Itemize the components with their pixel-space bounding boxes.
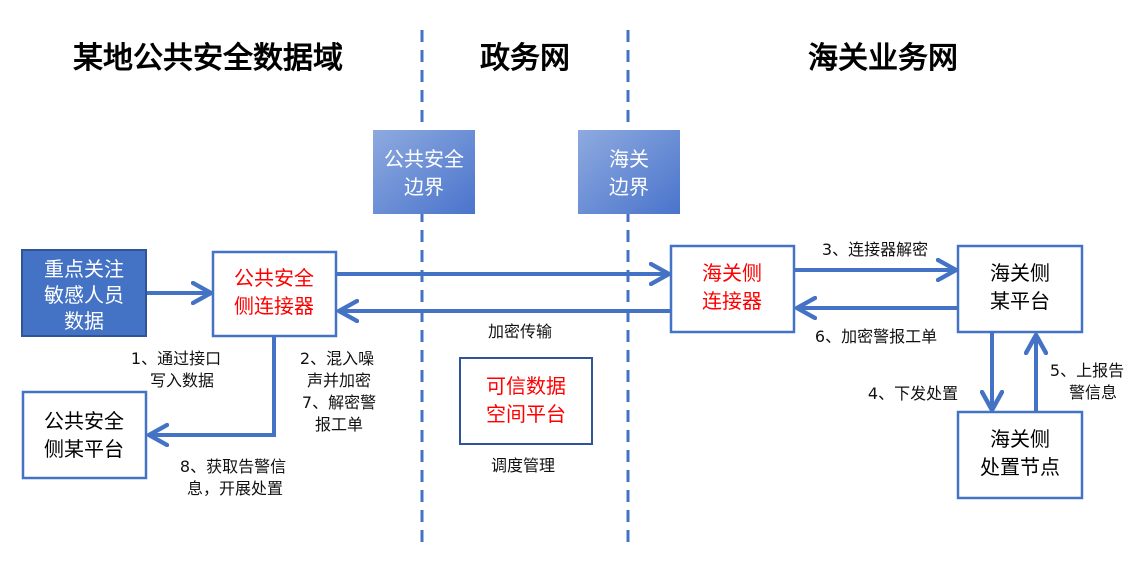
node-label-line1: 公共安全 [44,409,124,433]
label-scheduling-management: 调度管理 [491,456,555,475]
node-label-line2: 敏感人员 [44,283,124,307]
label-step3: 3、连接器解密 [822,240,928,259]
node-label-line1: 海关侧 [990,427,1050,451]
node-public-security-connector: 公共安全 侧连接器 [211,250,338,338]
label-step4: 4、下发处置 [868,384,958,403]
node-label-line2: 空间平台 [486,402,566,426]
boundary-label-line2: 边界 [609,175,649,199]
node-label-line2: 侧连接器 [234,294,314,318]
node-label-line1: 海关侧 [702,261,762,285]
label-step6: 6、加密警报工单 [815,327,937,346]
public-security-boundary: 公共安全 边界 [373,130,475,214]
label-step2-7: 2、混入噪 声并加密 7、解密警 报工单 [300,349,376,434]
label-line: 8、获取告警信 [180,457,286,476]
label-step8: 8、获取告警信 息，开展处置 [180,457,286,498]
label-line: 2、混入噪 [300,349,374,368]
label-line: 息，开展处置 [187,479,283,498]
node-label-line1: 可信数据 [486,374,566,398]
arrow-ps-connector-to-ps-platform [151,337,276,435]
zone-title-public-security: 某地公共安全数据域 [73,41,343,76]
node-label-line2: 某平台 [990,289,1050,313]
label-line: 写入数据 [150,371,214,390]
label-line: 警信息 [1069,383,1117,402]
node-customs-platform: 海关侧 某平台 [956,244,1084,334]
node-customs-connector: 海关侧 连接器 [669,244,796,334]
label-line: 1、通过接口 [131,349,221,368]
node-label-line2: 连接器 [702,289,762,313]
label-step5: 5、上报告 警信息 [1050,361,1124,402]
node-label-line3: 数据 [64,309,104,333]
label-step1: 1、通过接口 写入数据 [131,349,221,390]
label-encrypted-transfer: 加密传输 [488,322,552,341]
node-label-line1: 海关侧 [990,261,1050,285]
node-source-data: 重点关注 敏感人员 数据 [21,249,147,337]
label-line: 5、上报告 [1050,361,1124,380]
node-label-line1: 公共安全 [234,266,314,290]
customs-boundary: 海关 边界 [578,130,680,214]
boundary-label-line2: 边界 [404,175,444,199]
zone-title-customs-network: 海关业务网 [808,41,958,76]
node-label-line2: 处置节点 [980,455,1060,479]
node-label-line2: 侧某平台 [44,437,124,461]
node-label-line1: 重点关注 [44,257,124,281]
label-line: 7、解密警 [302,393,376,412]
node-public-security-platform: 公共安全 侧某平台 [21,390,148,480]
boundary-label-line1: 公共安全 [384,147,464,171]
node-trusted-data-space: 可信数据 空间平台 [459,357,593,445]
node-customs-disposal: 海关侧 处置节点 [956,410,1084,500]
label-line: 声并加密 [307,371,371,390]
boundary-label-line1: 海关 [609,147,649,171]
label-line: 报工单 [315,415,363,434]
zone-title-government-network: 政务网 [480,41,570,76]
